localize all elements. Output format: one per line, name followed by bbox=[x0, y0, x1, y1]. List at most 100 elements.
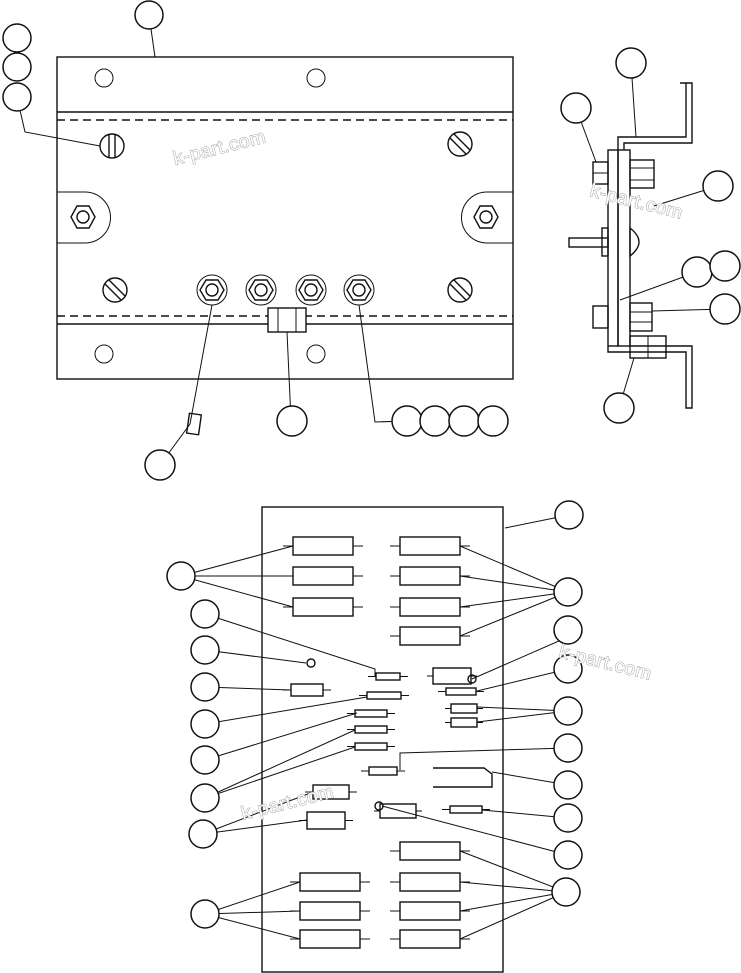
callout-balloon bbox=[477, 405, 509, 437]
resistor-icon bbox=[361, 766, 405, 776]
callout-balloon bbox=[190, 709, 220, 739]
terminal-panel-view bbox=[16, 14, 514, 466]
resistor-icon bbox=[347, 742, 395, 751]
resistor-board-view bbox=[180, 506, 570, 973]
leader-lines-side bbox=[575, 62, 726, 409]
side-screw-lower bbox=[592, 305, 609, 329]
screw-icon bbox=[99, 133, 125, 159]
mount-hole bbox=[306, 68, 326, 88]
watermark: k-part.com bbox=[171, 127, 268, 170]
resistor-icon bbox=[427, 667, 477, 685]
callout-balloon bbox=[615, 47, 647, 79]
resistor-icon bbox=[438, 687, 484, 696]
panel-outline bbox=[56, 56, 514, 380]
hex-nut-icon bbox=[70, 205, 96, 229]
bracket-upper bbox=[623, 82, 693, 150]
screw-icon bbox=[447, 131, 473, 157]
resistor-icon bbox=[299, 811, 353, 830]
bracket-side-view bbox=[568, 62, 726, 409]
resistor-icon bbox=[390, 536, 470, 556]
screw-icon bbox=[102, 277, 128, 303]
callout-balloon bbox=[448, 405, 480, 437]
resistor-icon bbox=[390, 929, 470, 949]
mount-flange-left bbox=[84, 191, 111, 244]
leader-lines-top bbox=[16, 14, 408, 466]
callout-balloon bbox=[391, 405, 423, 437]
bracket-lower bbox=[607, 345, 693, 409]
wire-terminal-lug bbox=[185, 412, 203, 436]
callout-balloon bbox=[553, 577, 583, 607]
resistor-icon bbox=[347, 725, 395, 734]
board-outline bbox=[261, 506, 504, 973]
resistor-icon bbox=[442, 805, 490, 814]
callout-balloons bbox=[2, 0, 741, 929]
callout-balloon bbox=[553, 615, 583, 645]
terminal-nut-icon bbox=[245, 274, 277, 306]
callout-balloon bbox=[2, 23, 32, 53]
side-terminal-head bbox=[629, 226, 640, 258]
terminal-nut-icon bbox=[196, 274, 228, 306]
callout-balloon bbox=[560, 92, 592, 124]
callout-balloon bbox=[190, 635, 220, 665]
callout-balloon bbox=[166, 561, 196, 591]
callout-balloon bbox=[603, 392, 635, 424]
callout-balloon bbox=[553, 733, 583, 763]
callout-balloon bbox=[551, 877, 581, 907]
resistor-icon bbox=[390, 872, 470, 892]
leader-lines-board bbox=[180, 514, 570, 940]
resistor-icon bbox=[283, 597, 363, 617]
resistor-icon bbox=[445, 703, 483, 714]
hex-nut-icon bbox=[473, 205, 499, 229]
resistor-icon bbox=[368, 672, 408, 681]
callout-balloon bbox=[554, 500, 584, 530]
callout-balloon bbox=[553, 803, 583, 833]
callout-balloon bbox=[553, 770, 583, 800]
mount-flange-right bbox=[461, 191, 488, 244]
test-point bbox=[306, 658, 316, 668]
mount-hole bbox=[94, 68, 114, 88]
mount-hole bbox=[306, 344, 326, 364]
resistor-icon bbox=[283, 536, 363, 556]
resistor-icon bbox=[290, 929, 370, 949]
terminal-nut-icon bbox=[295, 274, 327, 306]
callout-balloon bbox=[188, 819, 218, 849]
bracket-plate-2 bbox=[617, 149, 631, 347]
callout-balloon bbox=[190, 783, 220, 813]
resistor-icon bbox=[390, 566, 470, 586]
resistor-icon bbox=[283, 566, 363, 586]
screw-icon bbox=[447, 277, 473, 303]
resistor-icon bbox=[390, 901, 470, 921]
resistor-icon bbox=[290, 901, 370, 921]
jumper-bar bbox=[267, 307, 307, 333]
callout-balloon bbox=[144, 449, 176, 481]
callout-balloon bbox=[709, 293, 741, 325]
callout-balloon bbox=[2, 82, 32, 112]
resistor-icon bbox=[359, 691, 409, 700]
callout-balloon bbox=[681, 256, 713, 288]
resistor-icon bbox=[445, 717, 483, 728]
callout-balloon bbox=[553, 696, 583, 726]
board-components bbox=[283, 536, 493, 949]
resistor-icon bbox=[390, 626, 470, 646]
callout-balloon bbox=[190, 745, 220, 775]
callout-balloon bbox=[134, 0, 164, 30]
mount-hole bbox=[94, 344, 114, 364]
bracket-upper-inner bbox=[617, 82, 687, 150]
resistor-icon bbox=[290, 872, 370, 892]
side-nut bbox=[629, 159, 655, 189]
side-nut-lower bbox=[629, 302, 653, 332]
test-point bbox=[467, 674, 477, 684]
resistor-icon bbox=[374, 803, 422, 819]
watermark: k-part.com bbox=[588, 180, 685, 223]
terminal-nut-icon bbox=[343, 274, 375, 306]
callout-balloon bbox=[2, 52, 32, 82]
shunt-strip bbox=[433, 767, 493, 788]
resistor-icon bbox=[390, 597, 470, 617]
callout-balloon bbox=[276, 405, 308, 437]
callout-balloon bbox=[553, 654, 583, 684]
callout-balloon bbox=[190, 899, 220, 929]
callout-balloon bbox=[190, 599, 220, 629]
bracket-plate bbox=[607, 149, 619, 347]
